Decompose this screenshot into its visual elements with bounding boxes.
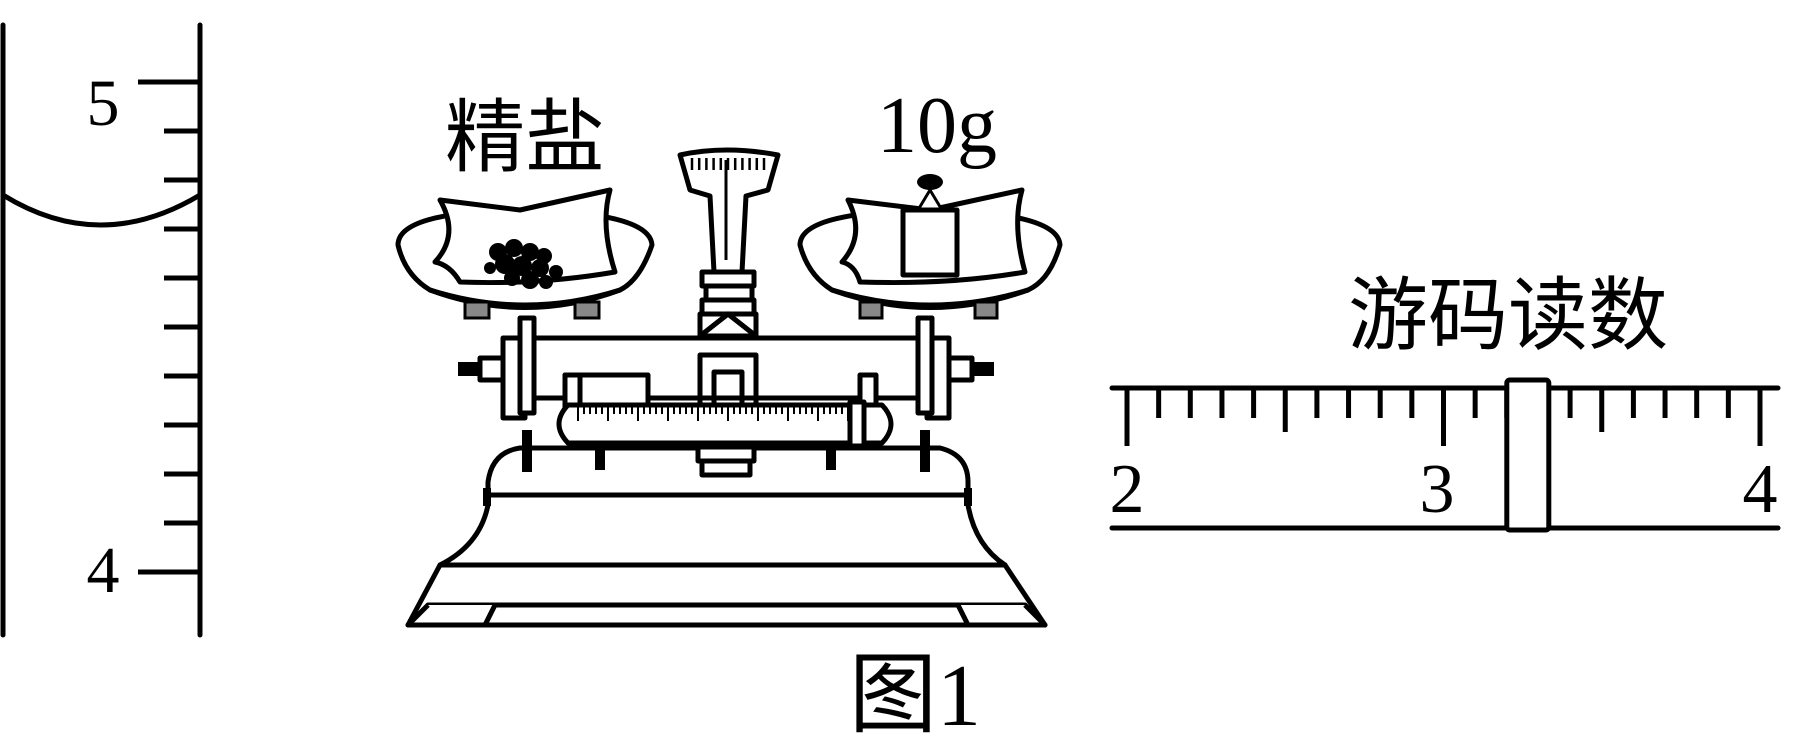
column-foot-3 <box>699 458 753 478</box>
right-adjust-nut <box>972 362 994 376</box>
leg-inner-left <box>595 440 605 470</box>
left-pan-label: 精盐 <box>445 95 605 183</box>
right-adjust-knob <box>946 355 975 383</box>
leg-inner-right <box>826 440 836 470</box>
rider-bar-body <box>556 402 894 446</box>
weight-knob <box>917 174 943 190</box>
weight-block <box>900 207 960 278</box>
base-left-foot <box>405 603 498 628</box>
right-pan-label: 10g <box>877 82 997 170</box>
cylinder-label-4: 4 <box>87 534 120 607</box>
cylinder-ticks <box>138 79 200 575</box>
rider-scale-ticks <box>1124 388 1763 446</box>
balance-scale <box>395 147 1063 628</box>
column-knife-edge <box>697 311 759 339</box>
weight-10g <box>900 174 960 278</box>
right-post <box>915 315 994 421</box>
leg-right <box>920 430 930 472</box>
rider-scale-detail: 游码读数 2 3 4 <box>1109 273 1781 533</box>
left-adjust-nut <box>458 362 480 376</box>
salt-pile <box>484 239 563 289</box>
left-pan-pad-1 <box>463 300 491 320</box>
right-pan-lip <box>829 287 1031 308</box>
left-post <box>458 315 537 421</box>
column-knife-box <box>697 311 759 339</box>
rider-scale-label-3: 3 <box>1420 451 1455 528</box>
base-body <box>405 445 1048 628</box>
leg-left <box>522 430 532 472</box>
balance-rider-bar <box>556 372 894 449</box>
balance-base <box>405 445 1048 628</box>
graduated-cylinder: 5 4 <box>0 22 203 638</box>
figure-caption: 图1 <box>849 648 981 735</box>
base-right-foot <box>955 603 1048 628</box>
left-pan <box>395 187 655 320</box>
right-post-inner <box>915 315 935 416</box>
rider-bar-ticks <box>577 405 849 421</box>
left-adjust-knob <box>477 355 506 383</box>
left-weighing-paper <box>432 187 618 286</box>
cylinder-label-5: 5 <box>87 67 120 140</box>
right-pan-pad-2 <box>973 300 999 320</box>
base-right-knob <box>964 488 972 506</box>
rider-scale-label-2: 2 <box>1110 451 1145 528</box>
liquid-meniscus <box>0 192 203 228</box>
rider-scale-label-4: 4 <box>1743 451 1778 528</box>
rider-bar-rider <box>847 399 867 449</box>
base-left-knob <box>483 488 491 506</box>
left-pan-lip <box>427 287 623 308</box>
left-pan-pad-2 <box>573 300 601 320</box>
right-pan <box>797 174 1063 320</box>
left-post-inner <box>517 315 537 416</box>
weight-handle <box>916 187 944 211</box>
rider-scale-title: 游码读数 <box>1348 273 1668 361</box>
dial-ticks <box>690 158 766 170</box>
right-pan-pad-1 <box>858 300 884 320</box>
rider-scale-slider <box>1504 377 1552 533</box>
